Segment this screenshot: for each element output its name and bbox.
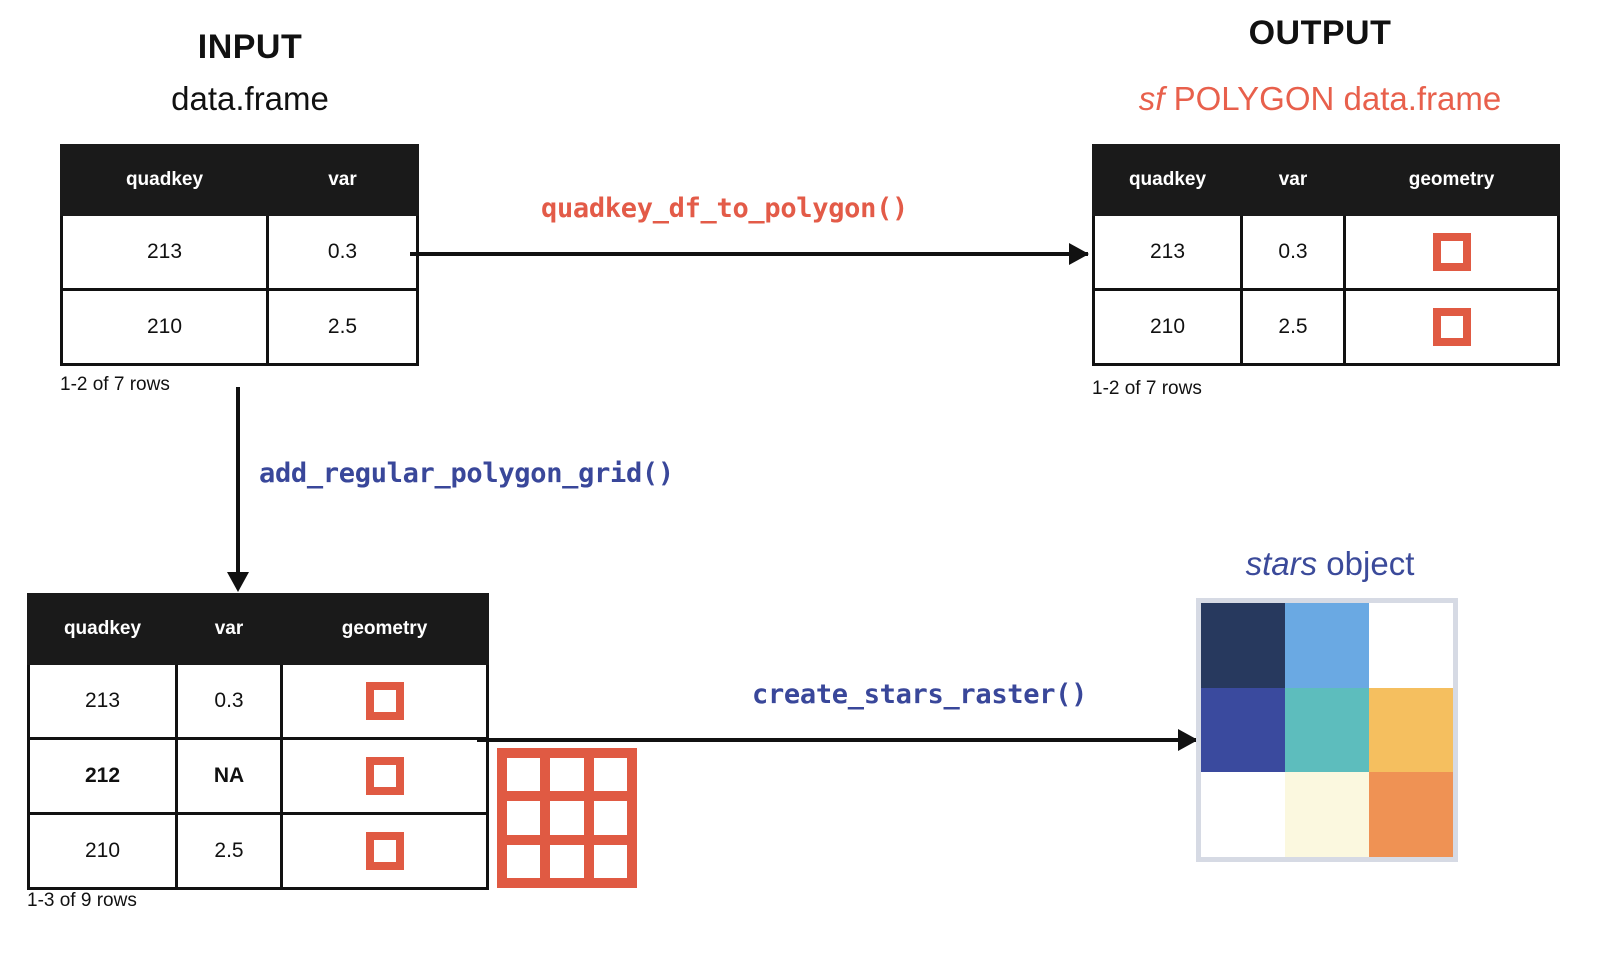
- table-row: 213 0.3: [1092, 213, 1560, 291]
- raster-cell-r2c2: [1369, 772, 1453, 857]
- output-row-count: 1-2 of 7 rows: [1092, 378, 1202, 399]
- polygon-square-icon: [365, 757, 404, 795]
- input-cell-var: 0.3: [266, 213, 419, 291]
- raster-cell-r1c0: [1201, 687, 1285, 773]
- stars-title-rest: object: [1317, 545, 1415, 582]
- input-cell-var: 2.5: [266, 288, 419, 366]
- raster-cell-r2c1: [1285, 772, 1369, 857]
- input-cell-quadkey: 210: [60, 288, 269, 366]
- output-col-var: var: [1240, 144, 1346, 216]
- polygon-square-icon: [365, 832, 404, 870]
- polygon-square-icon: [1432, 233, 1471, 271]
- raster-cell-r2c0: [1201, 772, 1285, 857]
- stars-raster: [1196, 598, 1458, 862]
- output-col-quadkey: quadkey: [1092, 144, 1243, 216]
- output-col-geometry: geometry: [1343, 144, 1560, 216]
- output-title: OUTPUT: [1248, 14, 1392, 52]
- add-regular-polygon-grid-label: add_regular_polygon_grid(): [259, 458, 674, 489]
- input-table-header-row: quadkey var: [60, 144, 419, 216]
- grid-cell: [502, 839, 546, 883]
- output-cell-var: 2.5: [1240, 288, 1346, 366]
- grid-cell: [545, 753, 589, 797]
- grid-cell: [502, 796, 546, 840]
- raster-cell-r0c2: [1369, 603, 1453, 688]
- grid-cell-var: 2.5: [175, 812, 283, 890]
- arrow-input-to-grid-table: [227, 387, 249, 592]
- grid-col-geometry: geometry: [280, 593, 489, 665]
- input-title: INPUT: [197, 28, 303, 66]
- quadkey-df-to-polygon-label: quadkey_df_to_polygon(): [541, 193, 908, 224]
- output-subtitle: sf POLYGON data.frame: [1090, 80, 1550, 118]
- grid-table-row-count: 1-3 of 9 rows: [27, 890, 137, 911]
- input-col-var: var: [266, 144, 419, 216]
- grid-col-quadkey: quadkey: [27, 593, 178, 665]
- stars-title: stars object: [1150, 545, 1510, 583]
- table-row: 210 2.5: [27, 812, 489, 890]
- output-subtitle-rest: POLYGON data.frame: [1164, 80, 1502, 117]
- grid-cell-quadkey: 210: [27, 812, 178, 890]
- input-subtitle: data.frame: [171, 80, 329, 117]
- grid-cell: [502, 753, 546, 797]
- grid-table: quadkey var geometry 213 0.3 212 NA 210 …: [27, 593, 489, 890]
- grid-cell-var: 0.3: [175, 662, 283, 740]
- table-row: 210 2.5: [1092, 288, 1560, 366]
- table-row: 212 NA: [27, 737, 489, 815]
- grid-cell-geometry: [280, 662, 489, 740]
- output-table-header-row: quadkey var geometry: [1092, 144, 1560, 216]
- table-row: 213 0.3: [27, 662, 489, 740]
- table-row: 210 2.5: [60, 288, 419, 366]
- grid-cell-quadkey: 213: [27, 662, 178, 740]
- grid-cell-geometry: [280, 737, 489, 815]
- output-cell-geometry: [1343, 288, 1560, 366]
- stars-raster-cells: [1201, 603, 1453, 857]
- grid-cell: [588, 796, 632, 840]
- grid-cell: [545, 839, 589, 883]
- arrow-input-to-output: [410, 243, 1089, 265]
- output-cell-var: 0.3: [1240, 213, 1346, 291]
- output-cell-geometry: [1343, 213, 1560, 291]
- raster-cell-r1c2: [1369, 687, 1453, 773]
- grid-cell-quadkey: 212: [27, 737, 178, 815]
- grid-col-var: var: [175, 593, 283, 665]
- grid-cell: [545, 796, 589, 840]
- output-cell-quadkey: 210: [1092, 288, 1243, 366]
- grid-cell: [588, 839, 632, 883]
- grid-cell-var: NA: [175, 737, 283, 815]
- polygon-square-icon: [365, 682, 404, 720]
- polygon-square-icon: [1432, 308, 1471, 346]
- input-row-count: 1-2 of 7 rows: [60, 374, 170, 395]
- regular-polygon-grid-icon: [497, 748, 637, 888]
- arrow-grid-table-to-stars: [477, 729, 1198, 751]
- raster-cell-r0c0: [1201, 603, 1285, 688]
- raster-cell-r0c1: [1285, 603, 1369, 688]
- input-col-quadkey: quadkey: [60, 144, 269, 216]
- raster-cell-r1c1: [1285, 687, 1369, 773]
- table-row: 213 0.3: [60, 213, 419, 291]
- output-table: quadkey var geometry 213 0.3 210 2.5: [1092, 144, 1560, 366]
- grid-cell-geometry: [280, 812, 489, 890]
- grid-cell: [588, 753, 632, 797]
- output-subtitle-sf: sf: [1138, 80, 1165, 117]
- output-cell-quadkey: 213: [1092, 213, 1243, 291]
- input-table: quadkey var 213 0.3 210 2.5: [60, 144, 419, 366]
- grid-table-header-row: quadkey var geometry: [27, 593, 489, 665]
- input-cell-quadkey: 213: [60, 213, 269, 291]
- create-stars-raster-label: create_stars_raster(): [752, 679, 1088, 710]
- stars-title-stars: stars: [1245, 545, 1318, 582]
